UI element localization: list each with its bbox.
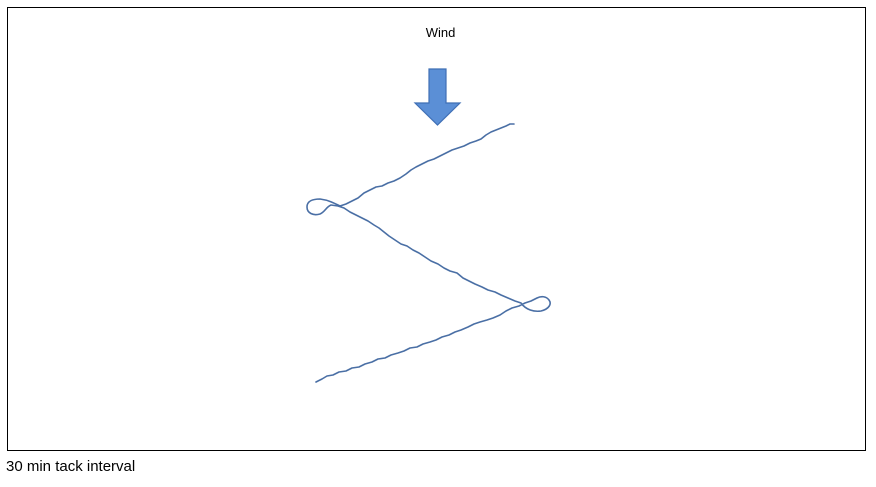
wind-label: Wind xyxy=(425,25,456,40)
diagram-caption: 30 min tack interval xyxy=(6,458,136,475)
sailing-track xyxy=(306,123,551,383)
wind-arrow-icon xyxy=(413,68,462,126)
